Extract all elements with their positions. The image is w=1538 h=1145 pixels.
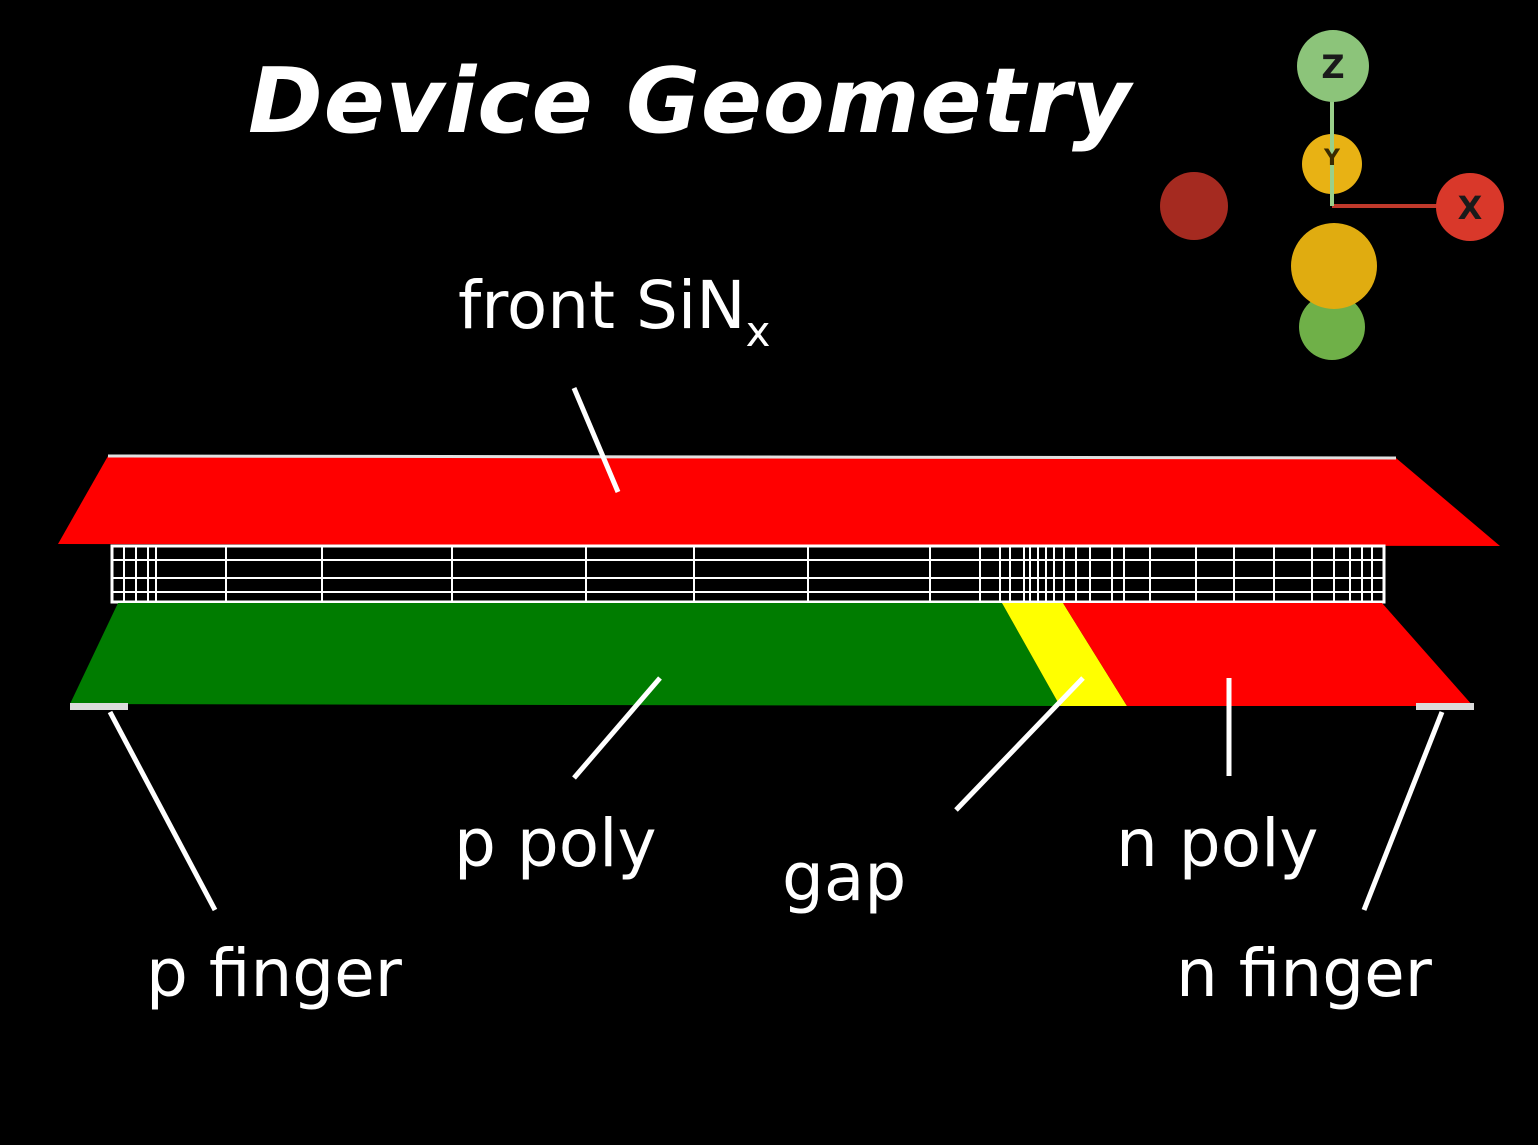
- axis-z-sphere: [1297, 30, 1369, 102]
- n-finger-label: n finger: [1176, 935, 1432, 1012]
- gap-region: [1002, 603, 1127, 706]
- axis-x-label: X: [1458, 189, 1483, 227]
- axis-negative-y-sphere: [1291, 223, 1377, 309]
- n-poly-label: n poly: [1116, 805, 1319, 882]
- n-finger-contact: [1416, 703, 1474, 710]
- p-poly-pointer: [572, 676, 662, 780]
- axis-triad: Z Y X: [1160, 30, 1504, 360]
- n-poly-region: [1063, 603, 1473, 706]
- front-sinx-label-main: front SiN: [458, 267, 746, 344]
- p-poly-region: [70, 603, 1060, 706]
- p-finger-label: p finger: [146, 935, 402, 1012]
- gap-pointer: [954, 676, 1085, 812]
- axis-x-sphere: [1436, 173, 1504, 241]
- axis-negative-x-sphere: [1160, 172, 1228, 240]
- axis-y-label: Y: [1323, 146, 1341, 171]
- p-finger-pointer: [107, 710, 218, 912]
- mesh-grid: [110, 544, 1386, 604]
- n-finger-pointer: [1361, 711, 1445, 911]
- front-sinx-pointer: [571, 387, 621, 493]
- axis-z-label: Z: [1321, 48, 1344, 86]
- front-sinx-label: front SiNx: [458, 266, 770, 353]
- gap-label: gap: [782, 839, 907, 916]
- p-finger-contact: [70, 703, 128, 710]
- p-poly-label: p poly: [454, 805, 657, 882]
- axis-negative-z-sphere: [1299, 294, 1365, 360]
- front-sinx-label-subscript: x: [745, 307, 771, 356]
- front-sinx-top-edge: [107, 454, 1397, 460]
- diagram-title: Device Geometry: [248, 49, 1132, 154]
- front-sinx-layer: [58, 456, 1500, 546]
